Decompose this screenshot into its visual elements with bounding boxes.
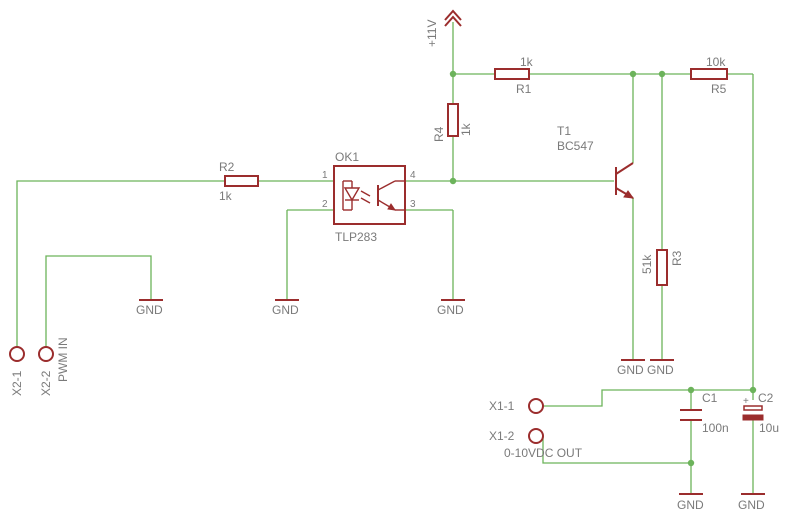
electrolytic-plate-icon [742,414,764,421]
c2-name: C2 [758,391,774,405]
resistor-body-icon [656,249,668,286]
ok1-pin-2: 2 [322,199,328,210]
connector-pad-icon [528,398,544,414]
optocoupler-ok1: OK1 TLP283 1 2 3 4 [322,150,416,244]
ok1-value: TLP283 [335,230,377,244]
connector-pad-icon [528,428,544,444]
connector-pad-icon [9,346,25,362]
resistor-r5: 10k R5 [690,55,728,96]
x1-2-signal: 0-10VDC OUT [504,446,583,460]
supply-symbol: +11V [425,9,462,47]
resistor-body-icon [224,175,259,187]
wires [16,22,754,494]
junction-dot [687,459,695,467]
r3-name: R3 [670,250,684,266]
c2-polarity-mark: + [743,396,749,407]
connector-x1-1: X1-1 [489,398,544,414]
resistor-r4: R4 1k [432,103,473,142]
t1-name: T1 [557,124,571,138]
ground-label: GND [136,303,163,317]
junction-dot [449,70,457,78]
phototransistor-icon [377,180,405,211]
r1-name: R1 [516,82,532,96]
led-icon [342,180,371,211]
optocoupler-body-icon [333,165,406,225]
ground-label: GND [677,498,704,512]
r2-value: 1k [219,189,233,203]
resistor-r1: 1k R1 [494,55,534,96]
ground-label: GND [437,303,464,317]
r2-name: R2 [219,160,235,174]
junction-dot [449,177,457,185]
x2-2-name: X2-2 [39,370,53,396]
electrolytic-plate-icon [743,405,763,411]
connector-x2-1: X2-1 [9,346,25,396]
c1-value: 100n [702,421,729,435]
ok1-pin-1: 1 [322,170,328,181]
wire-x2-2-to-gnd [45,255,152,347]
junction-dot [749,386,757,394]
supply-arrow-icon [444,15,462,27]
connector-x1-2: X1-2 0-10VDC OUT [489,428,583,460]
connector-x2-2: X2-2 PWM IN [38,337,70,396]
ground-label: GND [272,303,299,317]
ok1-pin-3: 3 [410,199,416,210]
junctions [449,70,757,467]
resistor-body-icon [447,103,459,137]
r4-name: R4 [432,126,446,142]
x2-2-signal: PWM IN [56,337,70,382]
r5-value: 10k [706,55,726,69]
supply-arrow-icon [444,9,462,21]
ok1-pin-4: 4 [410,170,416,181]
ground-label: GND [617,363,644,377]
capacitor-c2: + C2 10u [742,391,779,435]
wire-x2-1-to-r2 [16,180,225,347]
ok1-name: OK1 [335,150,359,164]
supply-label: +11V [425,20,439,47]
t1-value: BC547 [557,139,594,153]
r5-name: R5 [711,82,727,96]
x2-1-name: X2-1 [10,370,24,396]
x1-2-name: X1-2 [489,429,515,443]
junction-dot [629,70,637,78]
ground-label: GND [647,363,674,377]
x1-1-name: X1-1 [489,399,515,413]
c2-value: 10u [759,421,779,435]
junction-dot [687,386,695,394]
resistor-body-icon [494,68,530,80]
connector-pad-icon [38,346,54,362]
r1-value: 1k [520,55,534,69]
c1-name: C1 [702,391,718,405]
resistor-body-icon [690,68,728,80]
emitter-arrow-icon [623,190,635,199]
wire-x1-2 [542,436,691,464]
ground-label: GND [738,498,765,512]
resistor-r2: R2 1k [219,160,259,203]
resistor-r3: 51k R3 [640,249,684,286]
junction-dot [658,70,666,78]
r4-value: 1k [459,122,473,136]
r3-value: 51k [640,254,654,274]
ground-symbols: GND GND GND GND GND GND GND [136,299,765,512]
wire-x1-1 [543,389,753,407]
capacitor-c1: C1 100n [680,391,729,435]
transistor-t1: T1 BC547 [557,124,635,199]
transistor-collector-icon [615,162,634,175]
